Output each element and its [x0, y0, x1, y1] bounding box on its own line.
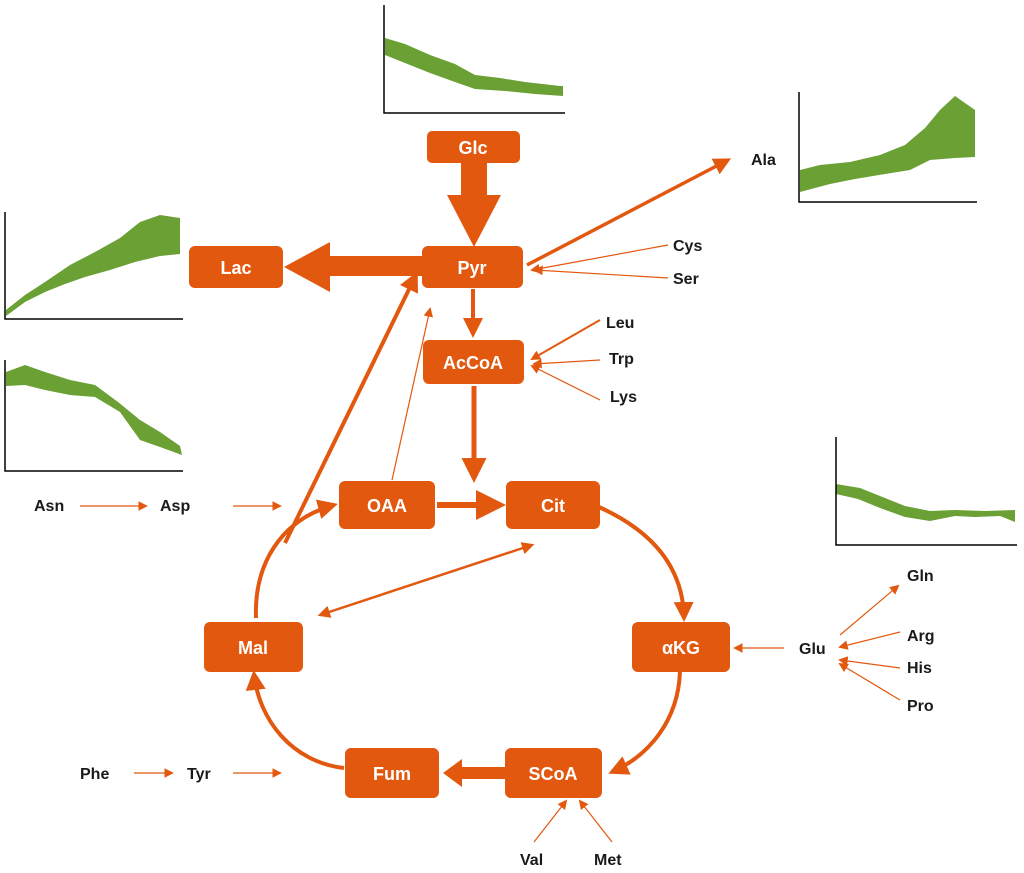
arrow-ser-to-pyr — [533, 265, 669, 279]
trend-band — [836, 484, 1015, 522]
arrow-met-to-scoa — [578, 799, 613, 843]
node-label: Glc — [458, 138, 487, 158]
trend-axes — [4, 212, 183, 320]
arrow-fum-to-mal — [245, 670, 345, 770]
trend-band — [6, 365, 182, 455]
label-arg: Arg — [907, 628, 935, 645]
node-akg: αKG — [632, 622, 730, 672]
arrow-arg-to-glu — [838, 631, 901, 650]
feeder-arrows — [80, 244, 901, 843]
node-label: Fum — [373, 764, 411, 784]
label-glu: Glu — [799, 641, 826, 658]
node-label: Pyr — [457, 258, 486, 278]
node-label: OAA — [367, 496, 407, 516]
arrow-scoa-to-fum — [443, 759, 505, 787]
trend-axes — [798, 92, 977, 203]
label-ala: Ala — [751, 152, 776, 169]
trend-band — [800, 96, 975, 192]
arrow-val-to-scoa — [533, 799, 568, 843]
arrow-pyr-to-lac — [284, 242, 422, 292]
label-trp: Trp — [609, 351, 634, 368]
node-label: AcCoA — [443, 353, 503, 373]
arrow-cys-to-pyr — [530, 244, 669, 274]
trend-plot-lac — [4, 212, 183, 320]
trend-plot-ala — [798, 92, 977, 203]
trend-axes — [835, 437, 1017, 546]
arrow-cit-mal-bidirectional — [317, 542, 535, 618]
node-cit: Cit — [506, 481, 600, 529]
arrow-pyr-to-ala — [526, 158, 732, 267]
label-asp: Asp — [160, 498, 190, 515]
arrow-leu-to-acoa — [530, 319, 601, 360]
label-cys: Cys — [673, 238, 702, 255]
label-leu: Leu — [606, 315, 634, 332]
label-val: Val — [520, 852, 543, 869]
arrow-glc-to-pyr — [447, 163, 501, 247]
trend-band — [6, 215, 180, 316]
label-asn: Asn — [34, 498, 64, 515]
trend-axes — [4, 360, 183, 472]
arrow-trp-to-acoa — [532, 358, 601, 369]
arrow-his-to-glu — [838, 656, 901, 669]
arrow-pro-to-glu — [838, 663, 901, 701]
arrow-akg-to-scoa — [608, 671, 682, 775]
node-oaa: OAA — [339, 481, 435, 529]
label-phe: Phe — [80, 766, 109, 783]
trend-axes — [383, 5, 565, 114]
metabolite-labels: Ala Cys Ser Leu Trp Lys Asn Asp Glu Gln … — [34, 152, 935, 869]
label-met: Met — [594, 852, 622, 869]
label-ser: Ser — [673, 271, 699, 288]
trend-band — [385, 38, 563, 96]
node-label: SCoA — [529, 764, 578, 784]
label-lys: Lys — [610, 389, 637, 406]
arrow-cit-to-akg — [598, 505, 694, 622]
node-glc: Glc — [427, 131, 520, 163]
node-lac: Lac — [189, 246, 283, 288]
node-label: Cit — [541, 496, 565, 516]
label-gln: Gln — [907, 568, 934, 585]
node-scoa: SCoA — [505, 748, 602, 798]
trend-plot-asp — [4, 360, 183, 472]
arrow-oaa-to-pyr — [391, 307, 434, 481]
arrow-mal-to-oaa — [253, 499, 338, 619]
label-his: His — [907, 660, 932, 677]
node-mal: Mal — [204, 622, 303, 672]
label-tyr: Tyr — [187, 766, 211, 783]
node-label: αKG — [662, 638, 700, 658]
node-label: Lac — [220, 258, 251, 278]
label-pro: Pro — [907, 698, 934, 715]
arrow-mal-to-pyr — [283, 271, 418, 544]
node-label: Mal — [238, 638, 268, 658]
pathway-arrows — [245, 158, 732, 775]
arrow-glu-to-gln — [839, 584, 900, 636]
node-fum: Fum — [345, 748, 439, 798]
arrow-lys-to-acoa — [530, 365, 601, 401]
node-acoa: AcCoA — [423, 340, 524, 384]
node-pyr: Pyr — [422, 246, 523, 288]
trend-plot-glc — [383, 5, 565, 114]
trend-plot-glu — [835, 437, 1017, 546]
